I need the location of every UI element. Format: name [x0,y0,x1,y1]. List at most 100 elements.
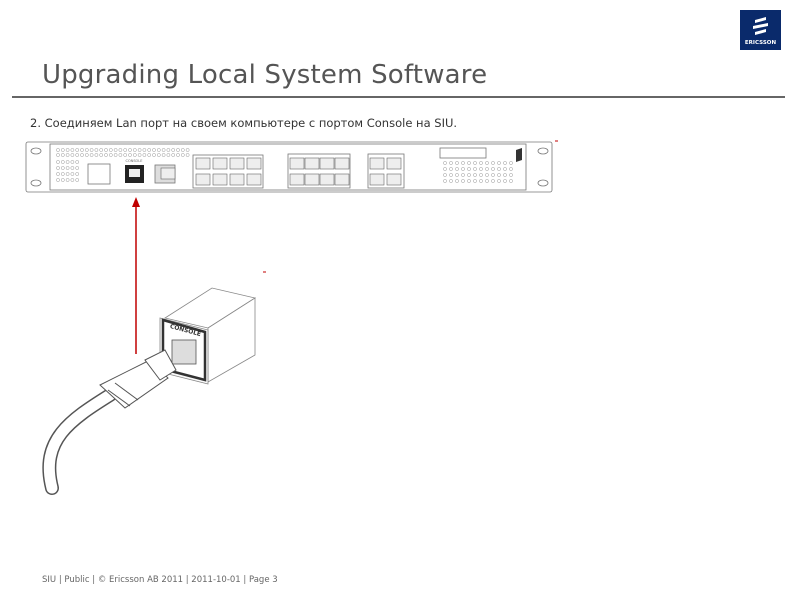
arrow-head-icon [132,197,140,207]
vent-hole [60,172,65,176]
vent-hole [171,153,176,157]
vent-hole [479,173,483,177]
vent-hole [94,148,99,152]
ericsson-logo: ERICSSON [740,10,781,50]
vent-hole [491,173,495,177]
vent-hole [485,179,489,183]
vent-hole [485,161,489,165]
vent-hole [509,167,513,171]
vent-hole [75,166,80,170]
vent-hole [132,153,137,157]
vent-hole [89,148,94,152]
network-port [319,157,335,170]
vent-hole [84,153,89,157]
vent-hole [467,161,471,165]
vent-hole [455,179,459,183]
panel-vents [56,148,513,183]
network-port [195,157,211,170]
vent-hole [443,179,447,183]
vent-hole [152,153,156,157]
vent-hole [137,148,142,152]
console-port-label: CONSOLE [126,159,143,163]
vent-hole [108,148,113,152]
vent-hole [479,179,483,183]
vent-hole [503,167,507,171]
vent-hole [161,153,166,157]
vent-hole [65,153,70,157]
vent-hole [104,148,108,152]
vent-hole [455,167,459,171]
network-port [212,173,228,186]
vent-hole [123,153,128,157]
vent-hole [176,153,180,157]
vent-hole [503,179,507,183]
network-port [304,157,320,170]
network-port [246,157,262,170]
vent-hole [443,167,447,171]
vent-hole [185,148,190,152]
vent-hole [467,167,471,171]
vent-hole [491,179,495,183]
step-instruction: 2. Соединяем Lan порт на своем компьютер… [30,116,458,130]
network-port [246,173,262,186]
vent-hole [60,153,65,157]
vent-hole [473,173,477,177]
vent-hole [75,172,80,176]
vent-hole [156,148,161,152]
vent-hole [108,153,113,157]
vent-hole [491,167,495,171]
vent-hole [65,148,70,152]
vent-hole [56,148,60,152]
vent-hole [461,161,465,165]
vent-hole [84,148,89,152]
vent-hole [137,153,142,157]
vent-hole [80,153,84,157]
network-port [195,173,211,186]
vent-hole [70,148,75,152]
network-port [386,157,402,170]
vent-hole [161,148,166,152]
network-port [229,157,245,170]
vent-hole [497,179,501,183]
vent-hole [473,167,477,171]
panel-ports [160,157,402,186]
vent-hole [171,148,176,152]
vent-hole [89,153,94,157]
vent-hole [180,153,185,157]
vent-hole [70,166,75,170]
vent-hole [94,153,99,157]
vent-hole [503,161,507,165]
vent-hole [443,173,447,177]
vent-hole [113,148,118,152]
network-port [386,173,402,186]
network-port [334,157,350,170]
vent-hole [479,167,483,171]
vent-hole [449,179,453,183]
svg-text:ERICSSON: ERICSSON [745,40,777,46]
vent-hole [142,153,147,157]
vent-hole [461,173,465,177]
vent-hole [497,173,501,177]
vent-hole [75,178,80,182]
vent-hole [75,160,80,164]
vent-hole [118,148,123,152]
vent-hole [118,153,123,157]
vent-hole [56,160,60,164]
vent-hole [503,173,507,177]
vent-hole [166,148,171,152]
vent-hole [65,160,70,164]
ethernet-cable [42,349,177,495]
vent-hole [60,178,65,182]
vent-hole [467,179,471,183]
vent-hole [485,167,489,171]
vent-hole [65,178,70,182]
vent-hole [80,148,84,152]
vent-hole [99,153,104,157]
vent-hole [485,173,489,177]
vent-hole [509,161,513,165]
vent-hole [455,173,459,177]
vent-hole [166,153,171,157]
vent-hole [479,161,483,165]
network-port [289,173,305,186]
vent-hole [497,161,501,165]
